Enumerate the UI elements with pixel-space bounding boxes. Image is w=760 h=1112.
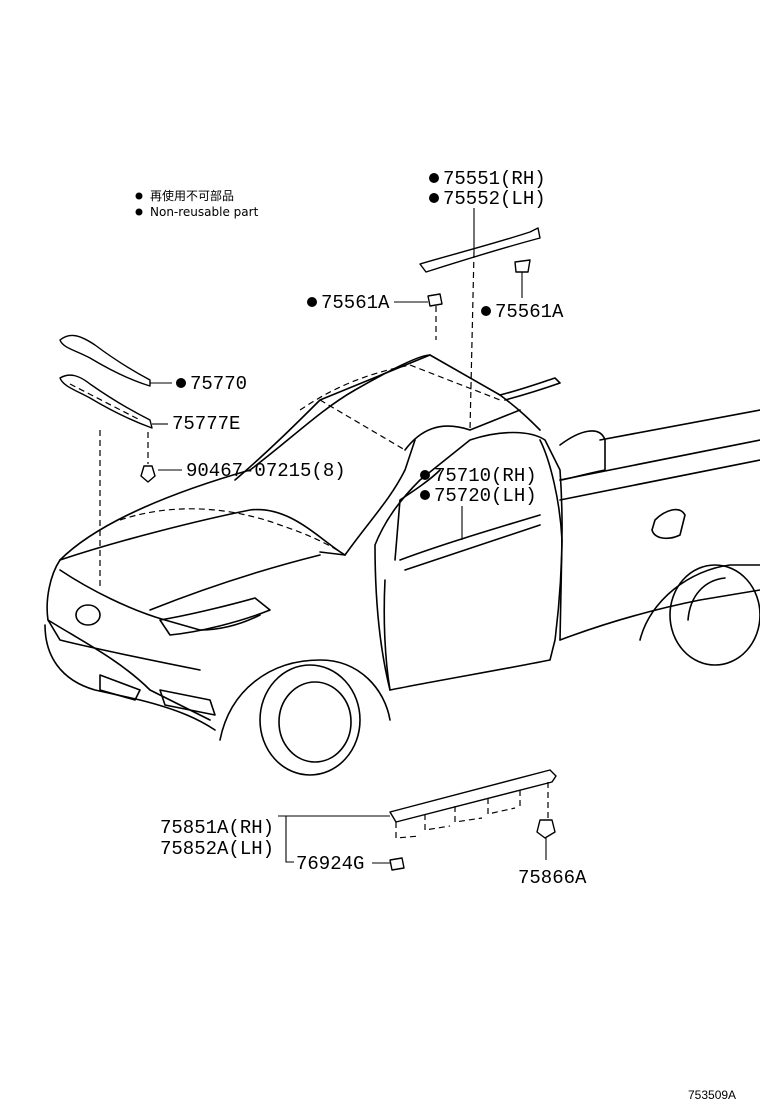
label-75777e: 75777E <box>172 413 240 435</box>
label-75710: 75710(RH) <box>434 465 537 487</box>
bullet-icon <box>420 490 430 500</box>
label-90467: 90467-07215(8) <box>186 460 346 482</box>
bullet-icon <box>429 193 439 203</box>
rear-wheel <box>669 564 760 666</box>
emblem <box>75 604 101 626</box>
legend-bullet-icon <box>135 192 143 200</box>
label-75561a-right: 75561A <box>495 301 564 323</box>
legend-en: Non-reusable part <box>150 205 259 219</box>
label-75770: 75770 <box>190 373 247 395</box>
hood-moulding-part <box>59 334 156 483</box>
label-75720: 75720(LH) <box>434 485 537 507</box>
label-75852a: 75852A(LH) <box>160 838 274 860</box>
bullet-icon <box>307 297 317 307</box>
diagram-reference: 753509A <box>688 1088 736 1102</box>
legend: 再使用不可部品 Non-reusable part <box>135 188 259 219</box>
truck-illustration <box>44 354 760 776</box>
legend-jp: 再使用不可部品 <box>150 188 234 203</box>
label-75866a: 75866A <box>518 867 587 889</box>
bullet-icon <box>420 470 430 480</box>
label-76924g: 76924G <box>296 853 364 875</box>
label-75551: 75551(RH) <box>443 168 546 190</box>
rocker-moulding-part <box>389 769 557 871</box>
bullet-icon <box>481 306 491 316</box>
label-75851a: 75851A(RH) <box>160 817 274 839</box>
bullet-icon <box>429 173 439 183</box>
front-wheel <box>259 664 361 776</box>
bullet-icon <box>176 378 186 388</box>
label-75552: 75552(LH) <box>443 188 546 210</box>
roof-moulding-part <box>419 227 541 307</box>
legend-bullet-icon <box>135 208 143 216</box>
label-75561a-left: 75561A <box>321 292 390 314</box>
